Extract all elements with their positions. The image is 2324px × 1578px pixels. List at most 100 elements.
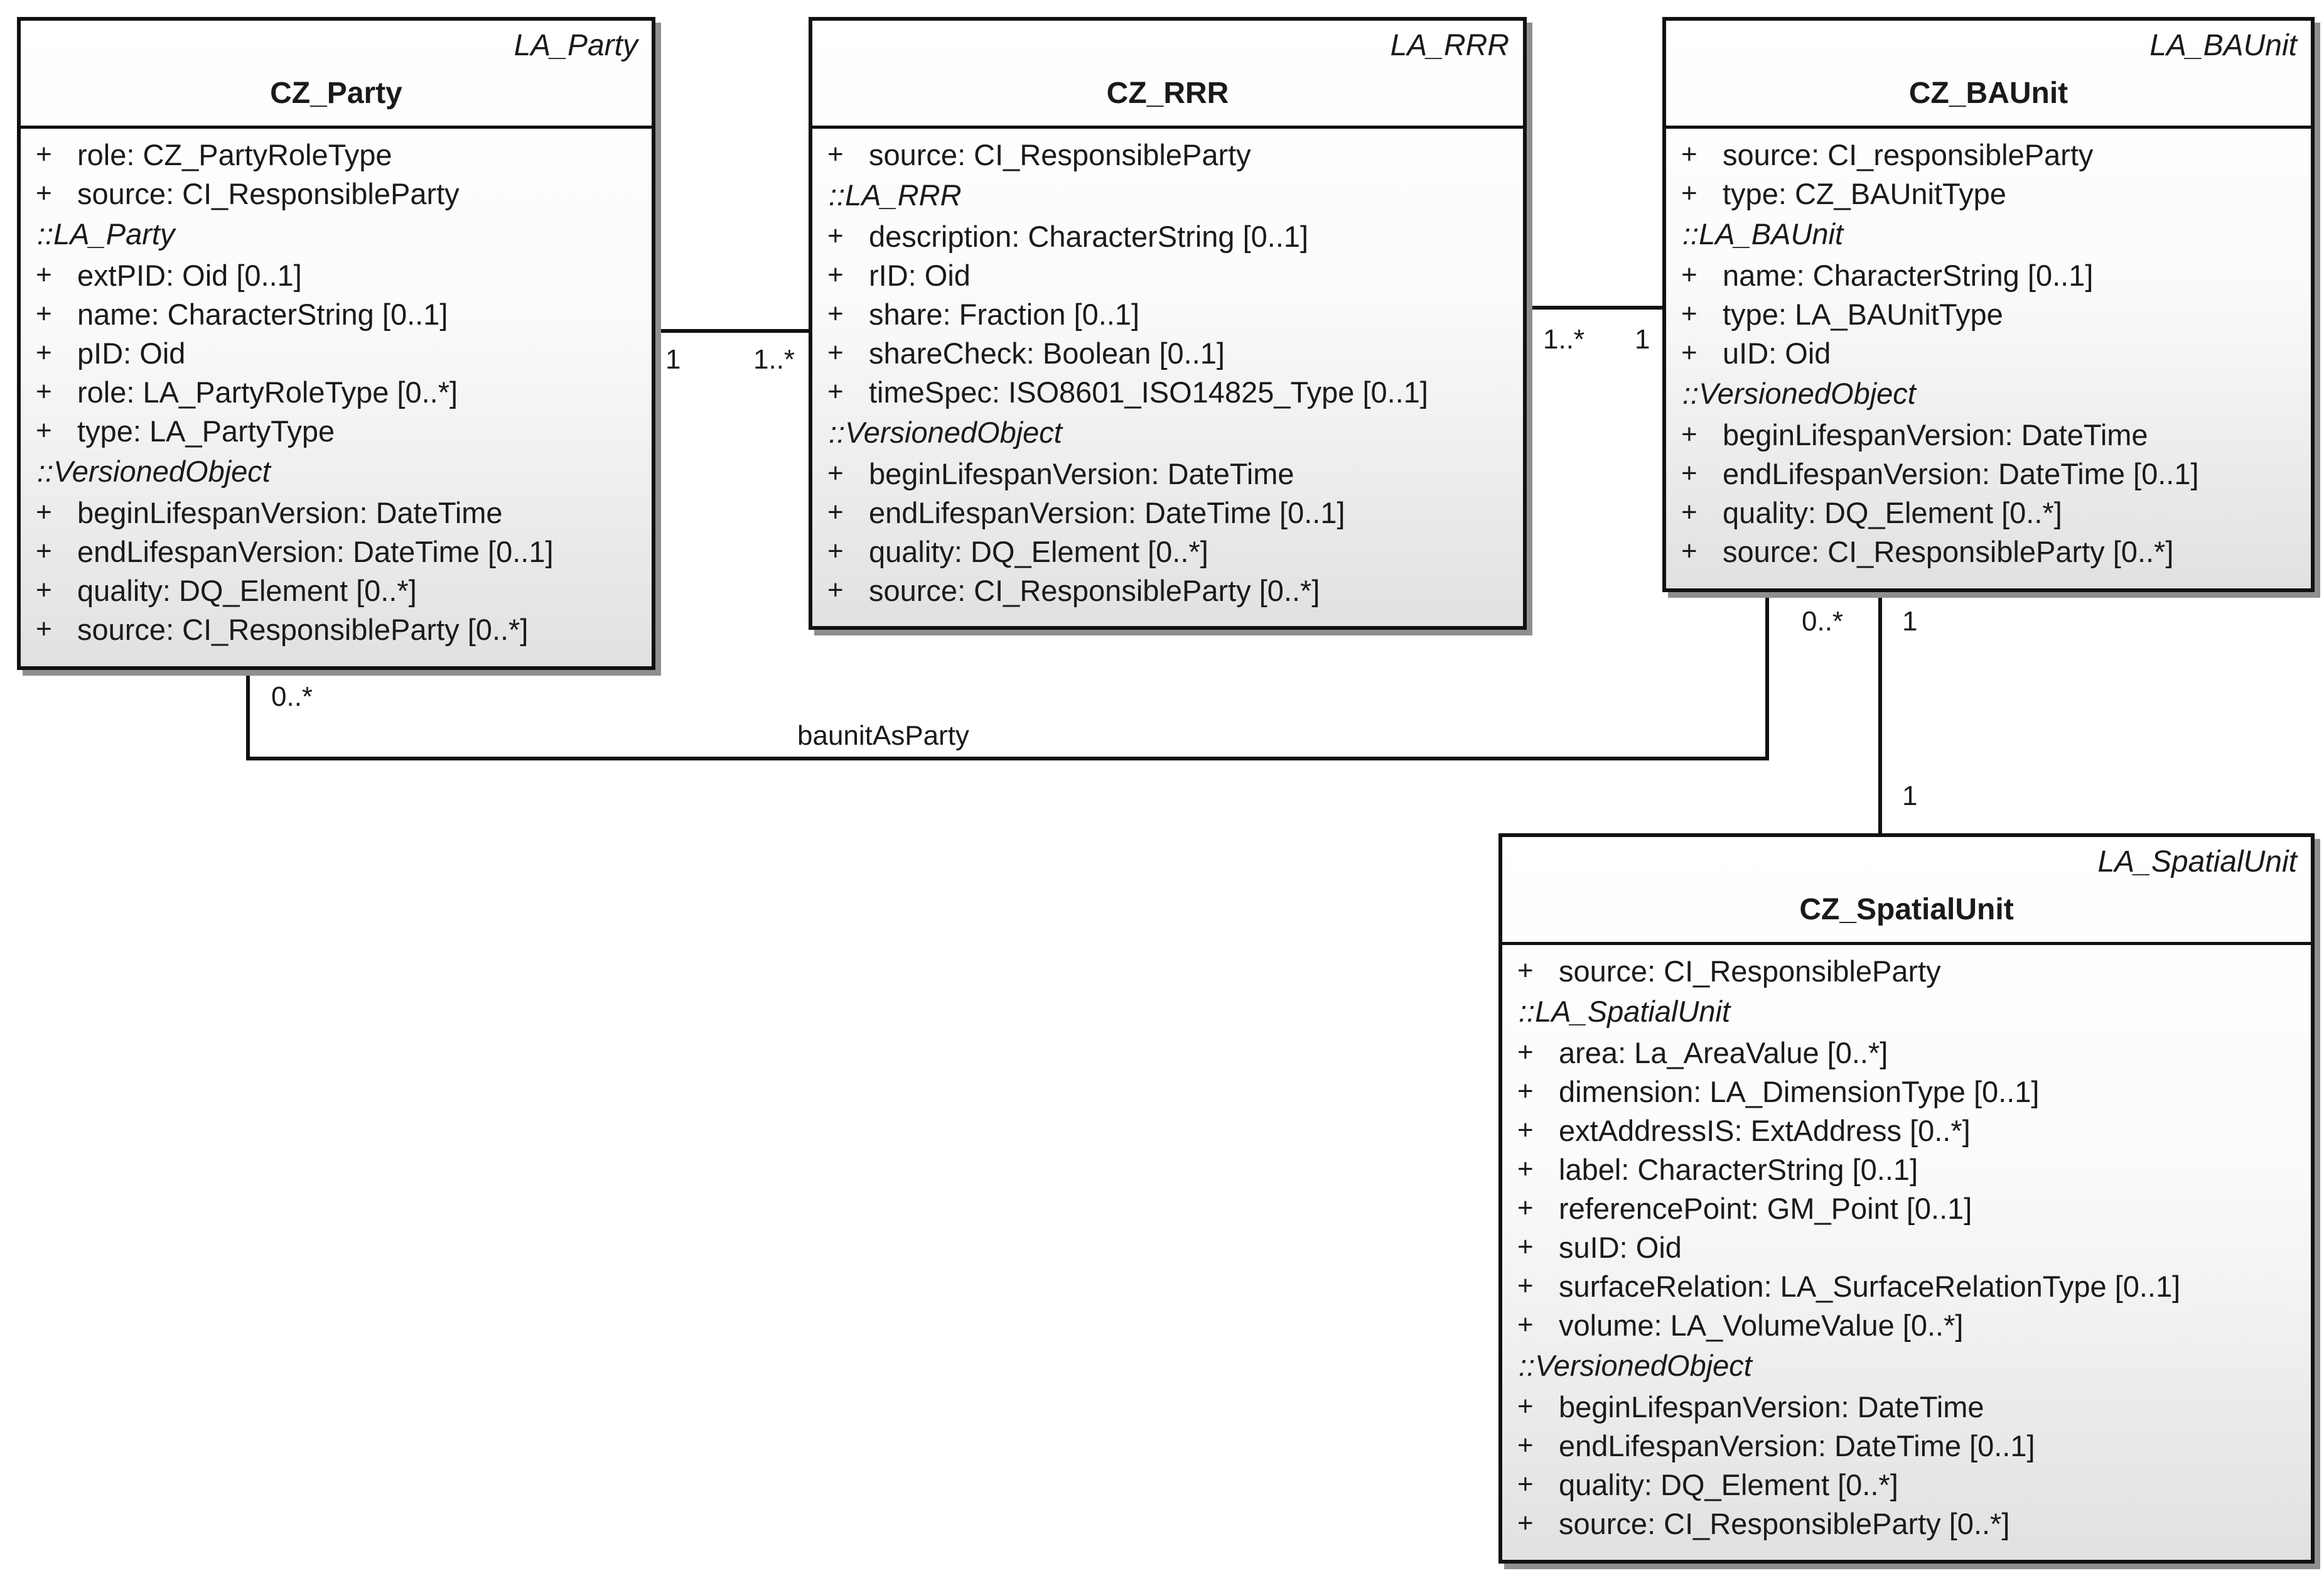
visibility-public: + [827, 458, 844, 489]
attribute-row[interactable]: +beginLifespanVersion: DateTime [21, 493, 652, 532]
class-cz-spatialunit[interactable]: LA_SpatialUnit CZ_SpatialUnit +source: C… [1498, 833, 2315, 1564]
attribute-text: source: CI_ResponsibleParty [0..*] [77, 612, 529, 646]
visibility-public: + [1681, 337, 1697, 368]
attribute-row[interactable]: +source: CI_ResponsibleParty [0..*] [1502, 1504, 2311, 1543]
visibility-public: + [36, 298, 52, 329]
attribute-row[interactable]: +quality: DQ_Element [0..*] [812, 532, 1523, 571]
visibility-public: + [1681, 259, 1697, 290]
attribute-text: quality: DQ_Element [0..*] [1723, 495, 2062, 529]
inherited-section-title: ::VersionedObject [37, 455, 271, 488]
visibility-public: + [1517, 1231, 1534, 1262]
visibility-public: + [1681, 536, 1697, 566]
attribute-text: volume: LA_VolumeValue [0..*] [1559, 1308, 1964, 1342]
attribute-row[interactable]: +quality: DQ_Element [0..*] [1502, 1465, 2311, 1504]
visibility-public: + [36, 259, 52, 290]
class-cz-party[interactable]: LA_Party CZ_Party +role: CZ_PartyRoleTyp… [17, 17, 655, 670]
attribute-row[interactable]: +dimension: LA_DimensionType [0..1] [1502, 1072, 2311, 1111]
class-header: LA_SpatialUnit CZ_SpatialUnit [1502, 837, 2311, 945]
attribute-text: endLifespanVersion: DateTime [0..1] [1559, 1429, 2035, 1462]
visibility-public: + [1517, 1309, 1534, 1340]
inherited-section-title: ::LA_BAUnit [1682, 217, 1844, 251]
attribute-compartment: +source: CI_ResponsibleParty ::LA_RRR +d… [812, 129, 1523, 610]
attribute-row[interactable]: + volume: LA_VolumeValue [0..*] [1502, 1305, 2311, 1344]
class-name: CZ_SpatialUnit [1799, 893, 2014, 926]
attribute-row[interactable]: + beginLifespanVersion: DateTime [1502, 1387, 2311, 1426]
attribute-row[interactable]: +beginLifespanVersion: DateTime [1666, 415, 2311, 454]
attribute-row[interactable]: +description: CharacterString [0..1] [812, 217, 1523, 256]
attribute-text: surfaceRelation: LA_SurfaceRelationType … [1559, 1269, 2181, 1303]
attribute-row[interactable]: +quality: DQ_Element [0..*] [1666, 493, 2311, 532]
attribute-row[interactable]: +type: LA_PartyType [21, 411, 652, 450]
visibility-public: + [827, 220, 844, 251]
attribute-text: quality: DQ_Element [0..*] [77, 573, 417, 607]
attribute-row[interactable]: +role: CZ_PartyRoleType [21, 135, 652, 174]
attribute-row[interactable]: +pID: Oid [21, 333, 652, 372]
attribute-text: beginLifespanVersion: DateTime [869, 457, 1294, 490]
attribute-row[interactable]: +role: LA_PartyRoleType [0..*] [21, 372, 652, 411]
attribute-row[interactable]: +extAddressIS: ExtAddress [0..*] [1502, 1111, 2311, 1150]
inherited-section-title: ::LA_SpatialUnit [1519, 995, 1731, 1028]
attribute-row[interactable]: + quality: DQ_Element [0..*] [21, 571, 652, 610]
class-cz-baunit[interactable]: LA_BAUnit CZ_BAUnit +source: CI_responsi… [1662, 17, 2315, 592]
visibility-public: + [1517, 1508, 1534, 1538]
attribute-row[interactable]: +shareCheck: Boolean [0..1] [812, 333, 1523, 372]
attribute-row[interactable]: +timeSpec: ISO8601_ISO14825_Type [0..1] [812, 372, 1523, 411]
attribute-row[interactable]: +area: La_AreaValue [0..*] [1502, 1033, 2311, 1072]
attribute-row[interactable]: +source: CI_ResponsibleParty [1502, 951, 2311, 990]
attribute-text: uID: Oid [1723, 336, 1831, 370]
visibility-public: + [1517, 1076, 1534, 1106]
attribute-row[interactable]: +name: CharacterString [0..1] [21, 295, 652, 333]
class-stereotype: LA_RRR [1390, 29, 1509, 62]
multiplicity-baunit-spatial-baunit-end: 1 [1902, 606, 1918, 637]
association-baunit-as-party-line[interactable] [246, 592, 1769, 760]
attribute-row[interactable]: +source: CI_ResponsibleParty [0..*] [812, 571, 1523, 610]
attribute-row[interactable]: +name: CharacterString [0..1] [1666, 256, 2311, 295]
attribute-row[interactable]: + endLifespanVersion: DateTime [0..1] [812, 493, 1523, 532]
multiplicity-party-rrr-party-end: 1 [665, 344, 681, 375]
attribute-text: suID: Oid [1559, 1230, 1682, 1264]
attribute-row[interactable]: + uID: Oid [1666, 333, 2311, 372]
attribute-row[interactable]: +endLifespanVersion: DateTime [0..1] [1666, 454, 2311, 493]
attribute-row[interactable]: +surfaceRelation: LA_SurfaceRelationType… [1502, 1267, 2311, 1305]
class-header: LA_RRR CZ_RRR [812, 21, 1523, 129]
attribute-row[interactable]: +extPID: Oid [0..1] [21, 256, 652, 295]
visibility-public: + [1517, 1391, 1534, 1422]
inherited-section-title: ::VersionedObject [1682, 377, 1916, 410]
attribute-row[interactable]: +endLifespanVersion: DateTime [0..1] [21, 532, 652, 571]
visibility-public: + [36, 575, 52, 605]
attribute-text: extAddressIS: ExtAddress [0..*] [1559, 1113, 1971, 1147]
attribute-row[interactable]: +type: CZ_BAUnitType [1666, 174, 2311, 213]
attribute-text: beginLifespanVersion: DateTime [1559, 1390, 1984, 1424]
attribute-text: endLifespanVersion: DateTime [0..1] [1723, 457, 2199, 490]
attribute-row[interactable]: +rID: Oid [812, 256, 1523, 295]
attribute-text: label: CharacterString [0..1] [1559, 1152, 1918, 1186]
inherited-section-title: ::VersionedObject [1519, 1349, 1752, 1382]
attribute-row[interactable]: + suID: Oid [1502, 1228, 2311, 1267]
attribute-row[interactable]: +endLifespanVersion: DateTime [0..1] [1502, 1426, 2311, 1465]
attribute-text: source: CI_ResponsibleParty [77, 176, 460, 210]
attribute-text: endLifespanVersion: DateTime [0..1] [869, 495, 1345, 529]
attribute-row[interactable]: + source: CI_ResponsibleParty [0..*] [21, 610, 652, 649]
visibility-public: + [36, 613, 52, 644]
attribute-row[interactable]: +source: CI_ResponsibleParty [21, 174, 652, 213]
attribute-row[interactable]: +source: CI_ResponsibleParty [0..*] [1666, 532, 2311, 571]
class-cz-rrr[interactable]: LA_RRR CZ_RRR +source: CI_ResponsiblePar… [809, 17, 1527, 630]
visibility-public: + [1517, 1154, 1534, 1184]
inherited-section-title: ::VersionedObject [829, 416, 1062, 449]
attribute-compartment: +role: CZ_PartyRoleType +source: CI_Resp… [21, 129, 652, 649]
attribute-row[interactable]: +source: CI_responsibleParty [1666, 135, 2311, 174]
attribute-text: area: La_AreaValue [0..*] [1559, 1035, 1888, 1069]
visibility-public: + [827, 259, 844, 290]
attribute-row[interactable]: + label: CharacterString [0..1] [1502, 1150, 2311, 1189]
attribute-row[interactable]: +share: Fraction [0..1] [812, 295, 1523, 333]
visibility-public: + [1517, 1469, 1534, 1500]
visibility-public: + [827, 497, 844, 527]
attribute-row[interactable]: +source: CI_ResponsibleParty [812, 135, 1523, 174]
inherited-section-title: ::LA_Party [37, 217, 175, 251]
multiplicity-baunit-spatial-spatial-end: 1 [1902, 781, 1918, 811]
attribute-row[interactable]: +referencePoint: GM_Point [0..1] [1502, 1189, 2311, 1228]
attribute-row[interactable]: + beginLifespanVersion: DateTime [812, 454, 1523, 493]
attribute-row[interactable]: +type: LA_BAUnitType [1666, 295, 2311, 333]
visibility-public: + [1681, 419, 1697, 450]
class-name: CZ_Party [270, 77, 402, 110]
